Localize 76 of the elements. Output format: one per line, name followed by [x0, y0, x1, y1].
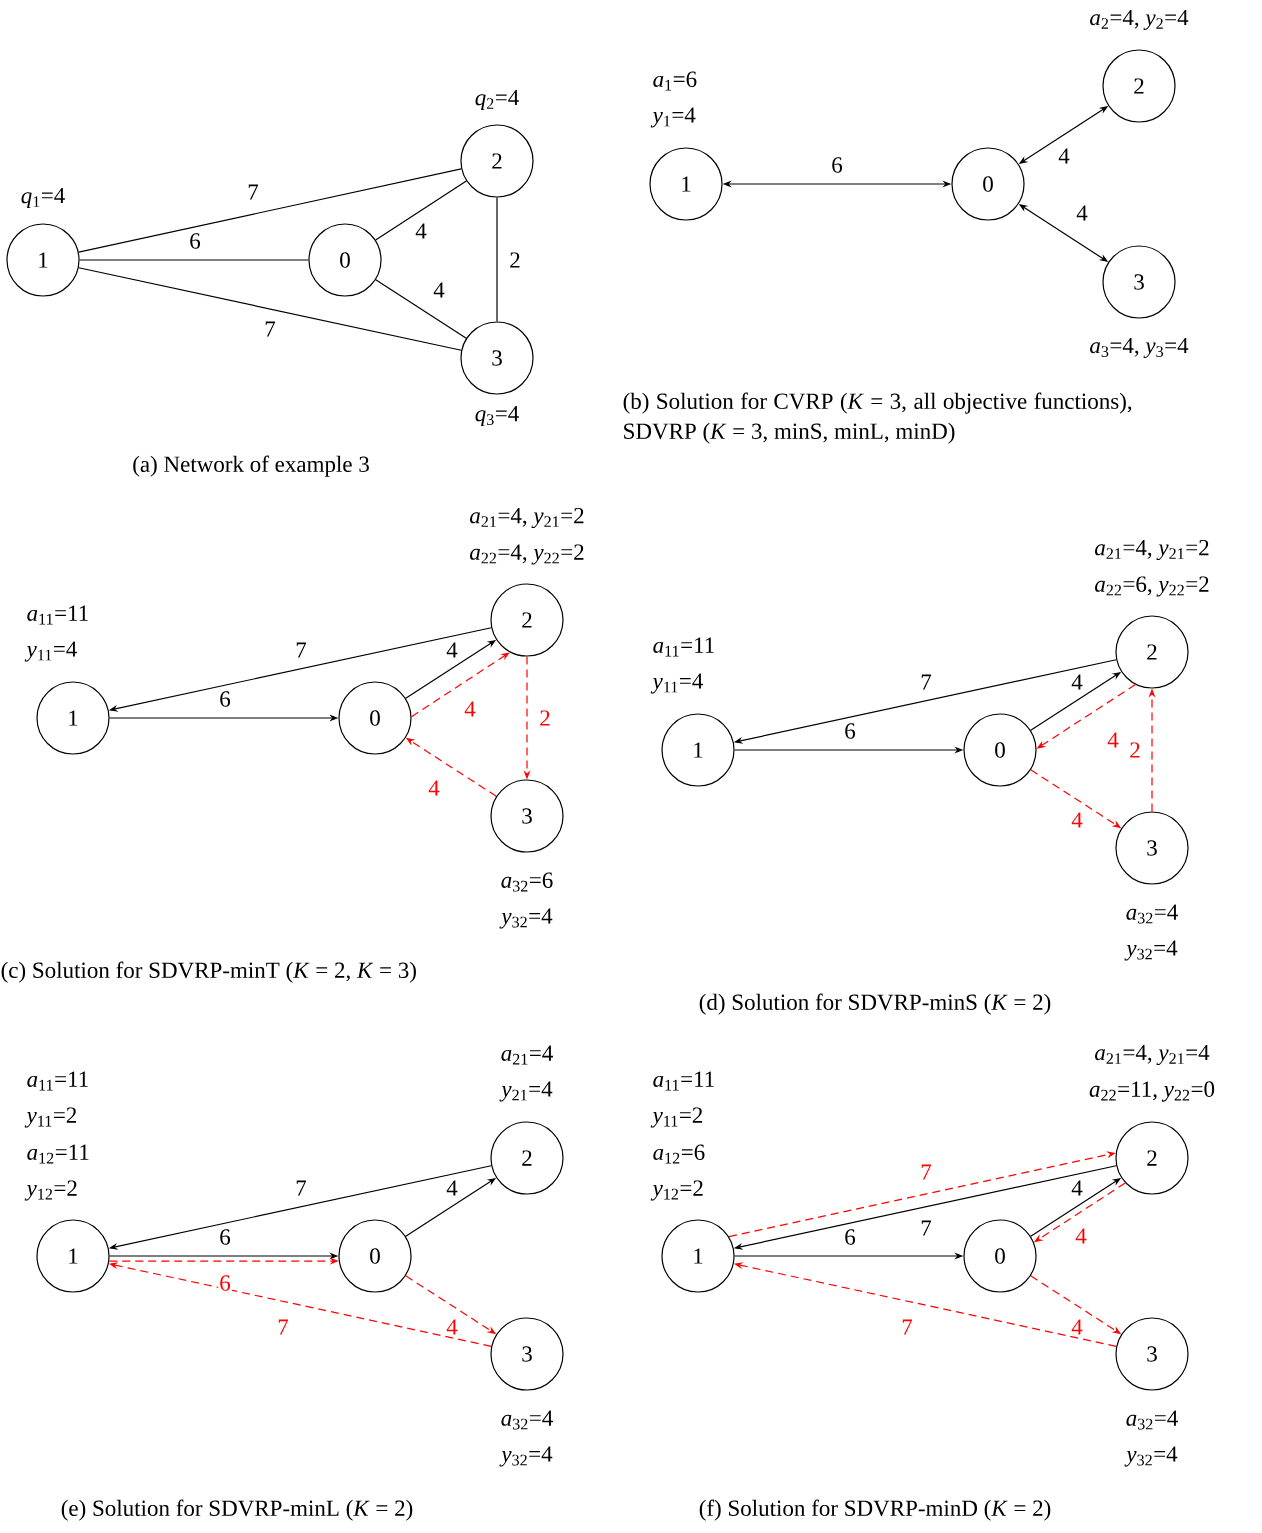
node-annotation: y$_{32}$=4 [499, 908, 553, 929]
node-annotation: a$_{21}$=4 [501, 1045, 553, 1065]
edge-label: 7 [294, 641, 308, 659]
node-annotation: y$_{12}$=2 [24, 1180, 77, 1201]
node-annotation: a$_{12}$=6 [653, 1144, 705, 1164]
edge-label: 6 [218, 1228, 232, 1246]
edge-label: 4 [432, 281, 446, 299]
edge-label: 7 [263, 320, 277, 338]
node-annotation: a$_{32}$=6 [501, 872, 553, 892]
node-annotation: y$_{32}$=4 [1124, 1446, 1178, 1467]
node-annotation: y$_{32}$=4 [499, 1446, 553, 1467]
node-annotation: a$_{21}$=4, y$_{21}$=2 [1095, 539, 1209, 561]
node-annotation: a$_{32}$=4 [501, 1410, 553, 1430]
caption: (f) Solution for SDVRP-minD (K = 2) [699, 1499, 1051, 1521]
caption: (e) Solution for SDVRP-minL (K = 2) [61, 1499, 413, 1521]
arrow [410, 652, 510, 718]
node-annotation: y$_{11}$=4 [650, 673, 703, 694]
edge-label: 7 [919, 1219, 933, 1237]
edge-label: 4 [445, 1179, 459, 1197]
edge-label: 6 [830, 156, 844, 174]
node-annotation: y$_{32}$=4 [1124, 940, 1178, 961]
edge-label: 4 [1106, 731, 1120, 749]
node-annotation: y$_{11}$=2 [24, 1107, 77, 1128]
node-annotation: a$_{22}$=11, y$_{22}$=0 [1089, 1081, 1215, 1102]
node-annotation: a$_{11}$=11 [27, 1071, 88, 1091]
node-annotation: q$_{3}$=4 [475, 406, 519, 426]
edge-label: 7 [919, 1163, 933, 1181]
edge-label: 2 [1128, 741, 1142, 759]
node-annotation: a$_{11}$=11 [653, 637, 714, 657]
node-annotation: a$_{21}$=4, y$_{21}$=2 [470, 507, 584, 529]
node-annotation: q$_{1}$=4 [21, 187, 65, 208]
edge-label: 4 [1070, 1179, 1084, 1197]
node-annotation: y$_{11}$=4 [24, 641, 77, 662]
edge-label: 7 [900, 1318, 914, 1336]
edge-label: 2 [538, 709, 552, 727]
edge-label: 4 [1070, 1318, 1084, 1336]
node-annotation: a$_{11}$=11 [27, 605, 88, 625]
edge-label: 4 [1057, 147, 1071, 165]
node-annotation: y$_{21}$=4 [499, 1081, 553, 1102]
caption: (d) Solution for SDVRP-minS (K = 2) [699, 993, 1051, 1015]
node-annotation: a$_{1}$=6 [653, 71, 697, 91]
edge-label: 6 [218, 690, 232, 708]
edge-label: 2 [508, 251, 522, 269]
caption: (b) Solution for CVRP (K = 3, all objective functions), SDVRP (K = 3, minS, minL, minD) [623, 392, 1132, 444]
edge-label: 4 [414, 222, 428, 240]
edge-label: 4 [1070, 811, 1084, 829]
node-annotation: a$_{2}$=4, y$_{2}$=4 [1090, 9, 1189, 31]
edge-label: 4 [445, 641, 459, 659]
edge-label: 7 [294, 1179, 308, 1197]
node-annotation: a$_{22}$=6, y$_{22}$=2 [1095, 576, 1209, 597]
caption: (c) Solution for SDVRP-minT (K = 2, K = 3) [1, 961, 416, 983]
edge-label: 4 [463, 700, 477, 718]
edge-label: 6 [843, 722, 857, 740]
node-annotation: q$_{2}$=4 [475, 89, 519, 110]
node-annotation: y$_{11}$=2 [650, 1107, 703, 1128]
edge-label: 4 [427, 779, 441, 797]
node-annotation: a$_{11}$=11 [653, 1071, 714, 1091]
edge-label: 4 [445, 1318, 459, 1336]
edge-label: 4 [1075, 204, 1089, 222]
edge-label: 4 [1074, 1227, 1088, 1245]
edge-label: 6 [843, 1228, 857, 1246]
edge-label: 4 [1070, 673, 1084, 691]
edge-label: 7 [919, 673, 933, 691]
node-annotation: a$_{12}$=11 [27, 1144, 89, 1164]
node-annotation: a$_{32}$=4 [1126, 1410, 1178, 1430]
edge-label: 6 [218, 1274, 232, 1292]
node-annotation: a$_{3}$=4, y$_{3}$=4 [1090, 337, 1189, 359]
edge-label: 6 [188, 232, 202, 250]
edge-label: 7 [276, 1318, 290, 1336]
caption: (a) Network of example 3 [133, 455, 369, 477]
edge-label: 7 [246, 183, 260, 201]
node-annotation: y$_{1}$=4 [650, 107, 696, 128]
node-annotation: a$_{32}$=4 [1126, 904, 1178, 924]
node-annotation: a$_{22}$=4, y$_{22}$=2 [470, 544, 584, 565]
node-annotation: a$_{21}$=4, y$_{21}$=4 [1095, 1044, 1210, 1066]
node-annotation: y$_{12}$=2 [650, 1180, 703, 1201]
